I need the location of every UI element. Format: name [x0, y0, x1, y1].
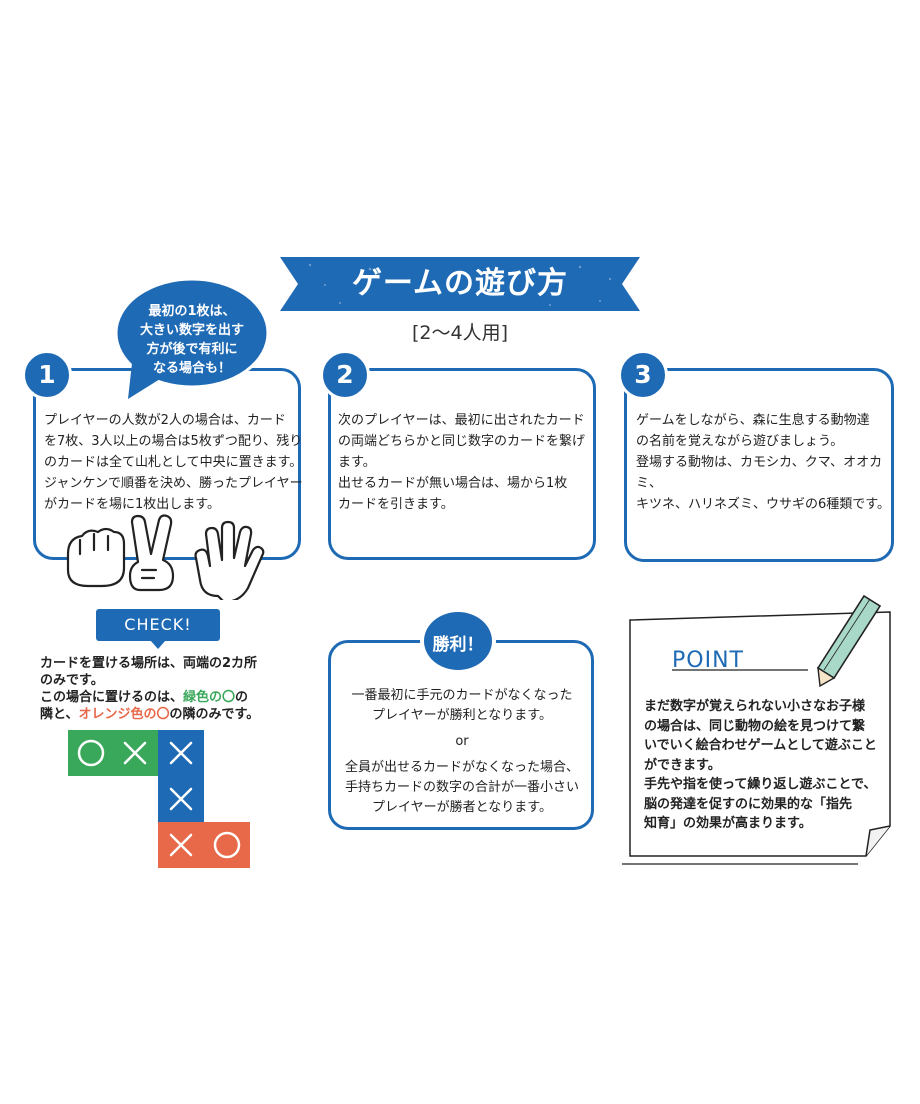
paper-hand-icon	[194, 520, 265, 600]
title-banner	[280, 257, 640, 311]
orange-circle-mark	[213, 831, 241, 859]
point-title: POINT	[672, 648, 744, 673]
green-circle-label: 緑色の〇	[183, 690, 236, 705]
step-2-text: 次のプレイヤーは、最初に出されたカード の両端どちらかと同じ数字のカードを繋げ …	[338, 413, 586, 512]
point-text: まだ数字が覚えられない小さなお子様 の場合は、同じ動物の絵を見つけて繋 いでいく…	[644, 699, 877, 831]
rock-hand-icon	[66, 527, 126, 588]
orange-cross-mark	[169, 833, 193, 857]
step-1-number: 1	[22, 350, 72, 400]
blue-cross-mark-bottom	[169, 787, 193, 811]
green-cross-mark	[123, 741, 147, 765]
win-condition-text: 一番最初に手元のカードがなくなったプレイヤーが勝利となります。 or 全員が出せ…	[344, 688, 579, 815]
blue-cross-mark-top	[169, 741, 193, 765]
tip-text: 最初の1枚は、 大きい数字を出す 方が後で有利に なる場合も！	[139, 304, 244, 376]
scissors-hand-icon	[128, 514, 175, 592]
step-3-box	[624, 368, 894, 562]
point-note-paper	[622, 594, 891, 865]
tip-speech-bubble	[114, 277, 270, 399]
green-circle-mark	[77, 739, 105, 767]
rock-paper-scissors-hands-illustration	[66, 514, 265, 600]
orange-circle-label: オレンジ色の〇	[78, 707, 170, 722]
win-badge: 勝利！	[420, 608, 496, 674]
step-2-number: 2	[320, 350, 370, 400]
step-3-text: ゲームをしながら、森に生息する動物達 の名前を覚えながら遊びましょう。 登場する…	[636, 413, 890, 512]
step-2-box	[328, 368, 596, 560]
check-text: カードを置ける場所は、両端の2カ所 のみです。 この場合に置けるのは、緑色の〇の…	[40, 656, 260, 722]
check-label: CHECK!	[96, 609, 220, 641]
step-1-text: プレイヤーの人数が2人の場合は、カード を7枚、3人以上の場合は5枚ずつ配り、残…	[44, 413, 303, 512]
check-label-pointer	[150, 640, 166, 649]
card-placement-diagram	[68, 730, 250, 868]
pencil-icon	[816, 594, 882, 688]
page-title: ゲームの遊び方	[351, 266, 569, 301]
player-count-subtitle: [2〜4人用]	[411, 322, 508, 344]
step-3-number: 3	[618, 350, 668, 400]
